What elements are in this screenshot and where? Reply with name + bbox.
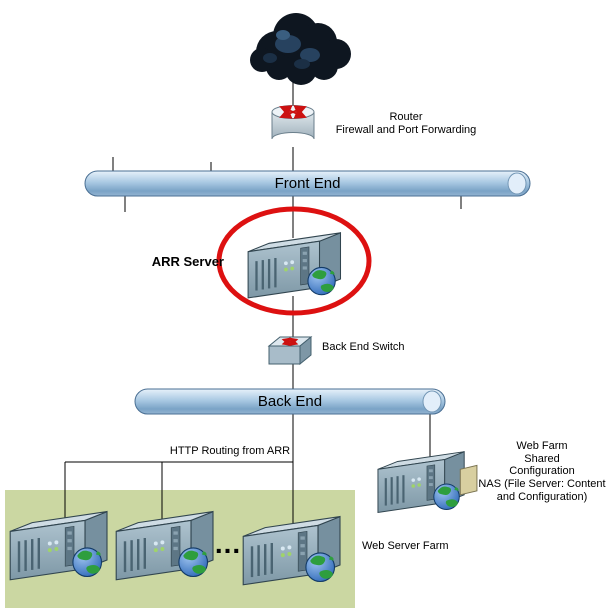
switch-icon <box>267 335 313 366</box>
http-routing-label: HTTP Routing from ARR <box>169 445 291 457</box>
switch-arrows-icon <box>281 337 299 346</box>
connector-lines <box>64 80 462 530</box>
highlight-ellipse <box>216 206 372 316</box>
web-server-farm-label: Web Server Farm <box>362 540 449 552</box>
back-end-bus <box>134 388 446 415</box>
nas-server-icon <box>376 450 478 514</box>
router-arrows-icon <box>279 105 307 119</box>
farm-ellipsis: ... <box>214 528 242 559</box>
router-icon <box>271 105 315 140</box>
arr-server-label: ARR Server <box>151 254 224 269</box>
internet-cloud-icon <box>250 13 351 85</box>
arr-server-icon <box>246 231 342 300</box>
back-end-label: Back End <box>257 393 323 410</box>
nas-label: Web Farm Shared Configuration NAS (File … <box>478 440 606 503</box>
front-end-bus <box>84 170 531 197</box>
back-end-switch-label: Back End Switch <box>322 341 405 353</box>
router-label: Router Firewall and Port Forwarding <box>335 111 477 136</box>
nas-storage-panel <box>459 464 478 496</box>
front-end-label: Front End <box>274 175 341 192</box>
